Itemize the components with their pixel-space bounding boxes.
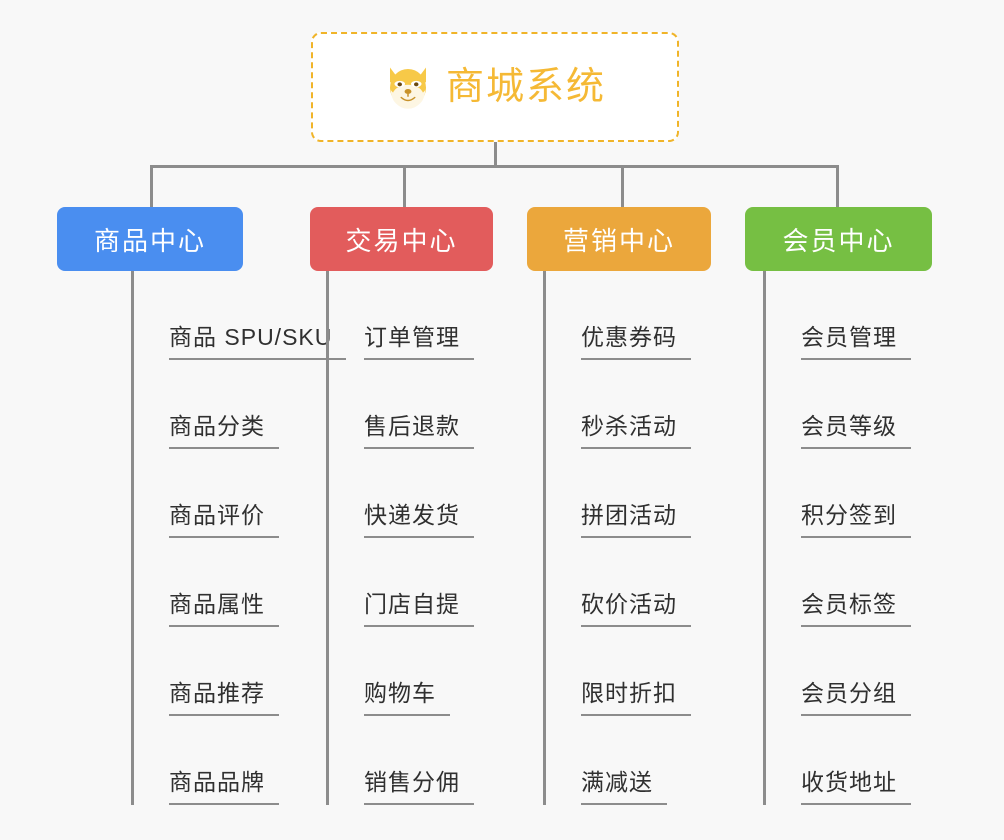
list-item[interactable]: 会员分组	[763, 627, 985, 716]
list-item-label: 购物车	[364, 679, 450, 716]
branch-header-trade-center[interactable]: 交易中心	[310, 207, 493, 271]
list-item[interactable]: 商品属性	[131, 538, 337, 627]
branch-spine	[326, 271, 329, 805]
root-node-title: 商城系统	[445, 66, 606, 108]
list-item[interactable]: 快递发货	[326, 449, 560, 538]
root-node-shopping-mall-system[interactable]: 商城系统	[311, 32, 679, 142]
list-item-label: 商品分类	[169, 412, 279, 449]
branch-items-trade-center: 订单管理 售后退款 快递发货 门店自提 购物车 销售分佣	[326, 271, 560, 805]
list-item-label: 商品 SPU/SKU	[169, 323, 347, 360]
list-item[interactable]: 售后退款	[326, 360, 560, 449]
branch-items-member-center: 会员管理 会员等级 积分签到 会员标签 会员分组 收货地址	[763, 271, 985, 805]
connector-horizontal-bus	[150, 165, 839, 168]
list-item[interactable]: 砍价活动	[543, 538, 767, 627]
list-item-label: 满减送	[581, 768, 667, 805]
list-item-label: 积分签到	[801, 501, 911, 538]
list-item-label: 会员标签	[801, 590, 911, 627]
branch-product-center: 商品中心 商品 SPU/SKU 商品分类 商品评价 商品属性 商品推荐 商品品牌	[57, 207, 347, 805]
branch-items-product-center: 商品 SPU/SKU 商品分类 商品评价 商品属性 商品推荐 商品品牌	[131, 271, 347, 805]
branch-spine	[543, 271, 546, 805]
list-item[interactable]: 商品品牌	[131, 716, 337, 805]
list-item[interactable]: 订单管理	[326, 271, 560, 360]
list-item[interactable]: 收货地址	[763, 716, 985, 805]
list-item-label: 门店自提	[364, 590, 474, 627]
list-item[interactable]: 会员管理	[763, 271, 985, 360]
list-item[interactable]: 拼团活动	[543, 449, 767, 538]
list-item[interactable]: 商品分类	[131, 360, 337, 449]
list-item[interactable]: 商品推荐	[131, 627, 337, 716]
list-item-label: 商品推荐	[169, 679, 279, 716]
list-item-label: 限时折扣	[581, 679, 691, 716]
list-item[interactable]: 商品评价	[131, 449, 337, 538]
list-item-label: 商品评价	[169, 501, 279, 538]
branch-header-marketing-center[interactable]: 营销中心	[527, 207, 711, 271]
list-item[interactable]: 购物车	[326, 627, 560, 716]
connector-drop-trade-center	[403, 165, 406, 209]
list-item-label: 会员等级	[801, 412, 911, 449]
list-item[interactable]: 优惠券码	[543, 271, 767, 360]
branch-trade-center: 交易中心 订单管理 售后退款 快递发货 门店自提 购物车 销售分佣	[310, 207, 560, 805]
list-item-label: 商品品牌	[169, 768, 279, 805]
list-item[interactable]: 满减送	[543, 716, 767, 805]
list-item[interactable]: 积分签到	[763, 449, 985, 538]
list-item-label: 会员管理	[801, 323, 911, 360]
list-item-label: 快递发货	[364, 501, 474, 538]
branch-marketing-center: 营销中心 优惠券码 秒杀活动 拼团活动 砍价活动 限时折扣 满减送	[527, 207, 767, 805]
list-item[interactable]: 秒杀活动	[543, 360, 767, 449]
branch-spine	[763, 271, 766, 805]
connector-drop-marketing-center	[621, 165, 624, 209]
list-item-label: 收货地址	[801, 768, 911, 805]
branch-member-center: 会员中心 会员管理 会员等级 积分签到 会员标签 会员分组 收货地址	[745, 207, 985, 805]
list-item-label: 秒杀活动	[581, 412, 691, 449]
connector-drop-product-center	[150, 165, 153, 209]
list-item[interactable]: 限时折扣	[543, 627, 767, 716]
list-item-label: 优惠券码	[581, 323, 691, 360]
connector-drop-member-center	[836, 165, 839, 209]
list-item[interactable]: 商品 SPU/SKU	[131, 271, 347, 360]
shiba-dog-face-icon	[389, 67, 426, 109]
list-item-label: 销售分佣	[364, 768, 474, 805]
list-item[interactable]: 会员标签	[763, 538, 985, 627]
list-item-label: 会员分组	[801, 679, 911, 716]
branch-header-product-center[interactable]: 商品中心	[57, 207, 243, 271]
connector-root-stem	[494, 142, 497, 167]
branch-spine	[131, 271, 134, 805]
list-item-label: 售后退款	[364, 412, 474, 449]
list-item-label: 砍价活动	[581, 590, 691, 627]
list-item[interactable]: 销售分佣	[326, 716, 560, 805]
list-item[interactable]: 门店自提	[326, 538, 560, 627]
list-item-label: 订单管理	[364, 323, 474, 360]
list-item-label: 商品属性	[169, 590, 279, 627]
branch-items-marketing-center: 优惠券码 秒杀活动 拼团活动 砍价活动 限时折扣 满减送	[543, 271, 767, 805]
list-item-label: 拼团活动	[581, 501, 691, 538]
branch-header-member-center[interactable]: 会员中心	[745, 207, 932, 271]
list-item[interactable]: 会员等级	[763, 360, 985, 449]
